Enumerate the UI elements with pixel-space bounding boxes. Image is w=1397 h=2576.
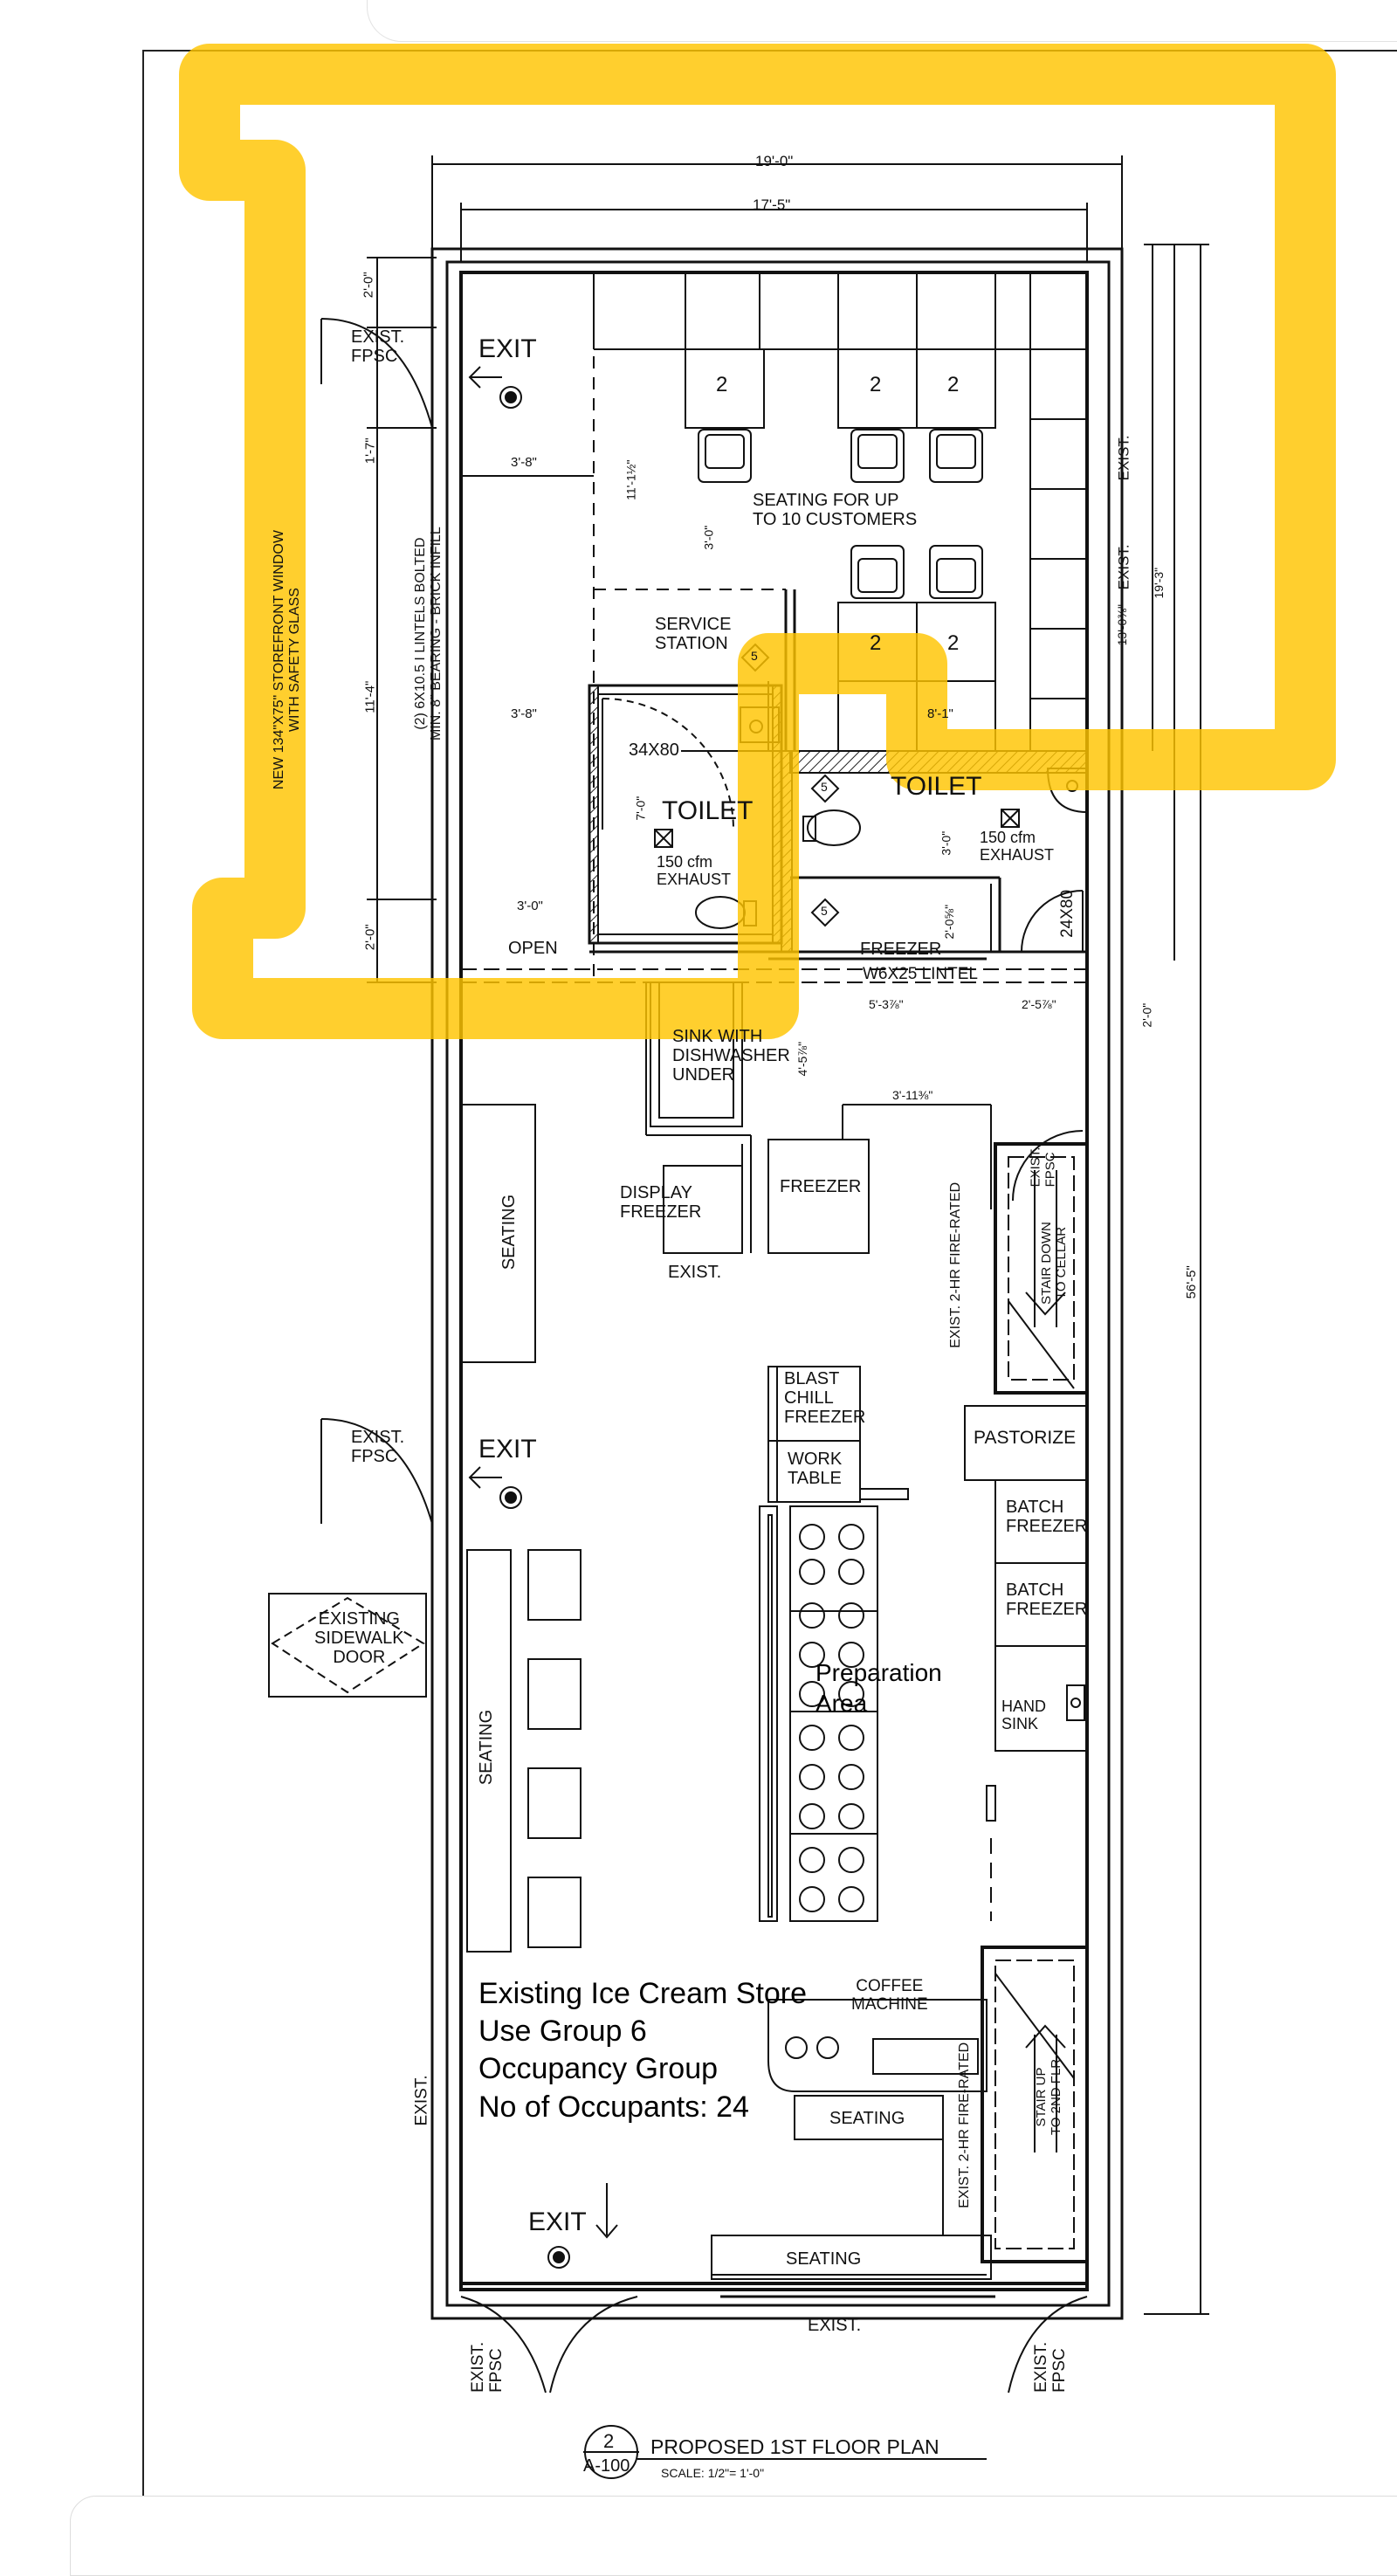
exhaust-label-1: 150 cfm EXHAUST [657, 853, 732, 888]
store-info-line-2: Use Group 6 [478, 2015, 647, 2049]
dim-2-0-mid: 2'-0" [362, 924, 378, 951]
dim-3-0-c: 3'-0" [939, 830, 953, 856]
store-info-line-3: Occupancy Group [478, 2052, 719, 2086]
open-label: OPEN [508, 939, 558, 958]
exist-label-mid: EXIST. [668, 1263, 722, 1282]
dim-3-0-b: 3'-0" [517, 899, 543, 913]
store-info-block: Existing Ice Cream Store Use Group 6 Occ… [478, 1975, 807, 2126]
table-seats-2: 2 [870, 373, 882, 396]
dim-19-0: 19'-0" [755, 153, 794, 169]
exist-fpsc-label-2: EXIST. FPSC [1028, 1147, 1057, 1188]
exist-label-right-1: EXIST. [1115, 435, 1132, 481]
dim-2-0-top: 2'-0" [361, 272, 376, 299]
exist-label-right-2: EXIST. [1115, 544, 1132, 590]
seating-label-lower: SEATING [477, 1709, 497, 1786]
exist-label-bottom: EXIST. [808, 2316, 862, 2335]
freezer-label: FREEZER [780, 1177, 862, 1196]
coffee-machine-label: COFFEE MACHINE [851, 1977, 928, 2014]
stair-up-label: STAIR UP TO 2ND FLR [1034, 2058, 1063, 2136]
dim-1-7: 1'-7" [362, 437, 378, 465]
table-seats-5: 2 [947, 631, 960, 655]
drawing-title: PROPOSED 1ST FLOOR PLAN [650, 2435, 939, 2458]
blast-chill-freezer-label: BLAST CHILL FREEZER [784, 1369, 866, 1427]
dim-8-1: 8'-1" [927, 706, 953, 721]
display-freezer-label: DISPLAY FREEZER [620, 1183, 702, 1222]
storefront-window-note: NEW 134"X75" STOREFRONT WINDOW WITH SAFE… [271, 530, 302, 790]
table-seats-4: 2 [870, 631, 882, 655]
dim-3-0-a: 3'-0" [701, 525, 716, 550]
dim-2-0-5: 2'-0⅝" [942, 904, 957, 940]
table-seats-3: 2 [947, 373, 960, 396]
exist-fpsc-label-3: EXIST. FPSC [351, 1428, 405, 1466]
fire-rated-label-1: EXIST. 2-HR FIRE-RATED [948, 1181, 964, 1348]
dim-2-0-r: 2'-0" [1139, 1002, 1154, 1028]
exist-fpsc-label-1: EXIST. FPSC [351, 327, 405, 366]
dim-19-3: 19'-3" [1152, 567, 1166, 599]
door-size-1: 34X80 [629, 740, 679, 760]
seating-label-counter: SEATING [829, 2109, 905, 2128]
tag-5-b: 5 [821, 780, 828, 794]
hand-sink-label: HAND SINK [1001, 1698, 1047, 1732]
seating-label-front: SEATING [786, 2249, 862, 2269]
dim-3-8-a: 3'-8" [511, 455, 537, 470]
door-size-2: 24X80 [1058, 889, 1077, 938]
dim-3-11: 3'-11⅜" [892, 1088, 933, 1102]
highlight-stroke [179, 44, 1336, 1039]
freezer-label-top: FREEZER [860, 940, 942, 959]
dim-5-3: 5'-3⅞" [869, 997, 904, 1011]
dim-2-5: 2'-5⅞" [1022, 997, 1056, 1011]
exhaust-label-2: 150 cfm EXHAUST [980, 829, 1055, 864]
fire-rated-label-2: EXIST. 2-HR FIRE-RATED [957, 2042, 973, 2208]
dim-4-5: 4'-5⅞" [795, 1041, 810, 1077]
exist-fpsc-label-5: EXIST. FPSC [1032, 2341, 1070, 2393]
top-card-edge [367, 0, 1397, 42]
exit-sign-1: EXIT [478, 334, 537, 363]
dim-11-4: 11'-4" [362, 680, 378, 713]
seating-capacity-note: SEATING FOR UP TO 10 CUSTOMERS [753, 491, 918, 529]
exist-fpsc-label-4: EXIST. FPSC [469, 2341, 506, 2393]
sidewalk-door-label: EXISTING SIDEWALK DOOR [314, 1609, 404, 1667]
sheet-number: A-100 [583, 2456, 630, 2476]
sink-dishwasher-label: SINK WITH DISHWASHER UNDER [672, 1027, 790, 1085]
lintel-label: W6X25 LINTEL [863, 965, 978, 983]
bottom-card-edge [70, 2496, 1397, 2576]
store-info-line-1: Existing Ice Cream Store [478, 1977, 808, 2010]
drawing-number: 2 [603, 2430, 615, 2452]
store-info-line-4: No of Occupants: 24 [478, 2090, 749, 2124]
exit-sign-3: EXIT [528, 2208, 587, 2236]
dim-13-0: 13'-0⅜" [1114, 604, 1129, 646]
dim-11-1-5: 11'-1½" [623, 459, 638, 500]
exit-sign-2: EXIT [478, 1435, 537, 1464]
batch-freezer-label-2: BATCH FREEZER [1006, 1581, 1088, 1619]
exist-label-left: EXIST. [412, 2075, 431, 2126]
dim-7-0: 7'-0" [633, 796, 648, 821]
pastorize-label: PASTORIZE [974, 1428, 1077, 1448]
seating-label-upper: SEATING [499, 1194, 520, 1271]
batch-freezer-label-1: BATCH FREEZER [1006, 1498, 1088, 1536]
service-station-label: SERVICE STATION [655, 615, 732, 653]
table-seats-1: 2 [716, 373, 728, 396]
lintels-note: (2) 6X10.5 I LINTELS BOLTED MIN. 8" BEAR… [412, 527, 444, 741]
stair-down-label: STAIR DOWN TO CELLAR [1038, 1222, 1069, 1305]
tag-5-c: 5 [821, 904, 828, 918]
toilet-label-2: TOILET [891, 772, 982, 801]
toilet-label-1: TOILET [662, 796, 754, 825]
dim-17-5: 17'-5" [753, 196, 791, 213]
tag-5-a: 5 [751, 649, 758, 663]
drawing-scale: SCALE: 1/2"= 1'-0" [661, 2466, 765, 2480]
work-table-label: WORK TABLE [788, 1450, 843, 1488]
dim-3-8-b: 3'-8" [511, 706, 537, 721]
dim-56-5: 56'-5" [1183, 1265, 1199, 1299]
preparation-area-label: Preparation Area [815, 1659, 942, 1717]
